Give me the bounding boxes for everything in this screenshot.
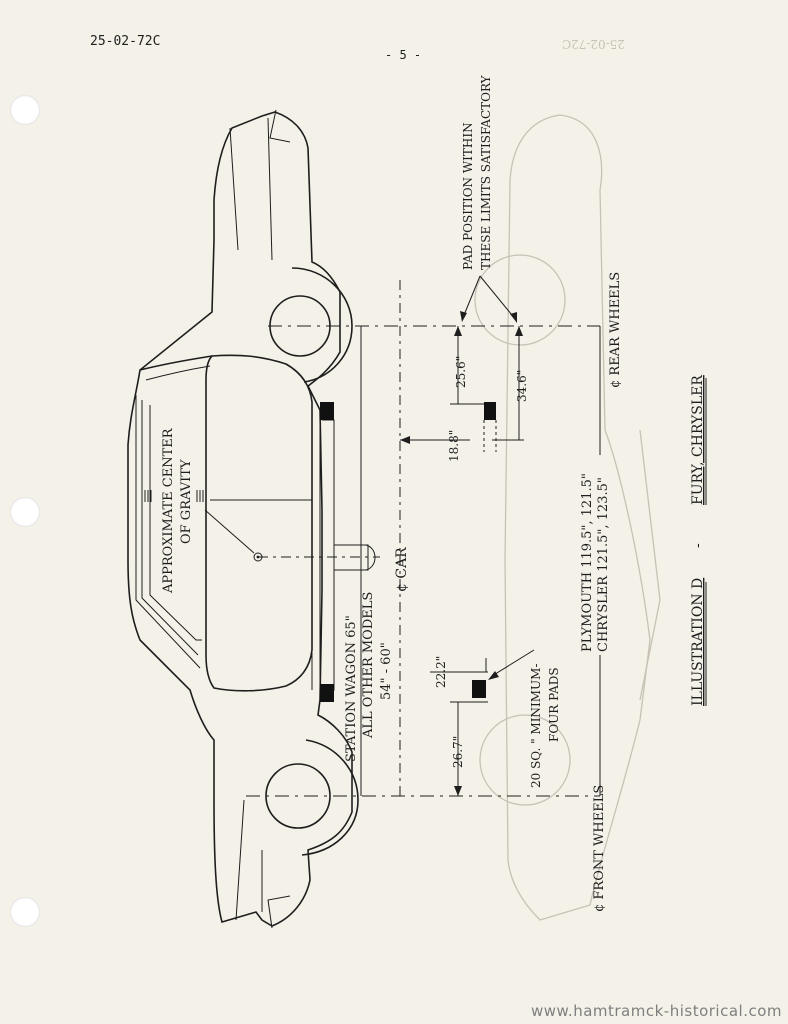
document-number: 25-02-72C: [90, 34, 161, 49]
center-of-gravity-label-2: OF GRAVITY: [179, 459, 194, 544]
cabin-roof: [205, 354, 313, 692]
dim-18-8: 18.8": [447, 430, 461, 462]
binder-hole: [10, 897, 40, 927]
dim-25-6: 25.6": [454, 356, 468, 388]
caption-illustration: ILLUSTRATION D: [690, 578, 706, 706]
binder-hole: [10, 95, 40, 125]
range-54-60-label: 54" - 60": [379, 642, 394, 700]
car-pad-front: [320, 684, 334, 702]
chrysler-wheelbase: CHRYSLER 121.5", 123.5": [596, 477, 611, 652]
pad-position-label: PAD POSITION WITHIN: [461, 122, 475, 270]
centerline-car-label: ¢ CAR: [394, 547, 410, 592]
rear-wheels-label: ¢ REAR WHEELS: [608, 272, 623, 388]
plymouth-wheelbase: PLYMOUTH 119.5", 121.5": [580, 473, 595, 652]
dim-34-6: 34.6": [515, 370, 529, 402]
page-number: - 5 -: [385, 48, 422, 62]
caption-models: FURY, CHRYSLER: [690, 375, 706, 505]
min-pads-label: 20 SQ. " MINIMUM-: [529, 663, 543, 788]
rear-pad-zone-pad: [484, 402, 496, 420]
dim-22-2: 22.2": [434, 656, 448, 688]
bleed-through: 25-02-72C: [474, 37, 661, 921]
front-pad-zone-pad: [472, 680, 486, 698]
front-wheels-label: ¢ FRONT WHEELS: [592, 785, 607, 912]
center-of-gravity-label: APPROXIMATE CENTER: [161, 427, 176, 594]
car-outline: [127, 109, 376, 929]
binder-hole: [10, 497, 40, 527]
watermark: www.hamtramck-historical.com: [531, 1002, 782, 1020]
all-other-models-label: ALL OTHER MODELS: [361, 592, 376, 739]
caption-dash: -: [690, 543, 706, 548]
pad-position-label-2: THESE LIMITS SATISFACTORY: [479, 74, 493, 270]
car-pad-rear: [320, 402, 334, 420]
svg-text:25-02-72C: 25-02-72C: [562, 37, 625, 51]
min-pads-label-2: FOUR PADS: [547, 667, 561, 742]
station-wagon-label: STATION WAGON 65": [344, 615, 359, 762]
dim-26-7: 26.7": [451, 736, 465, 768]
